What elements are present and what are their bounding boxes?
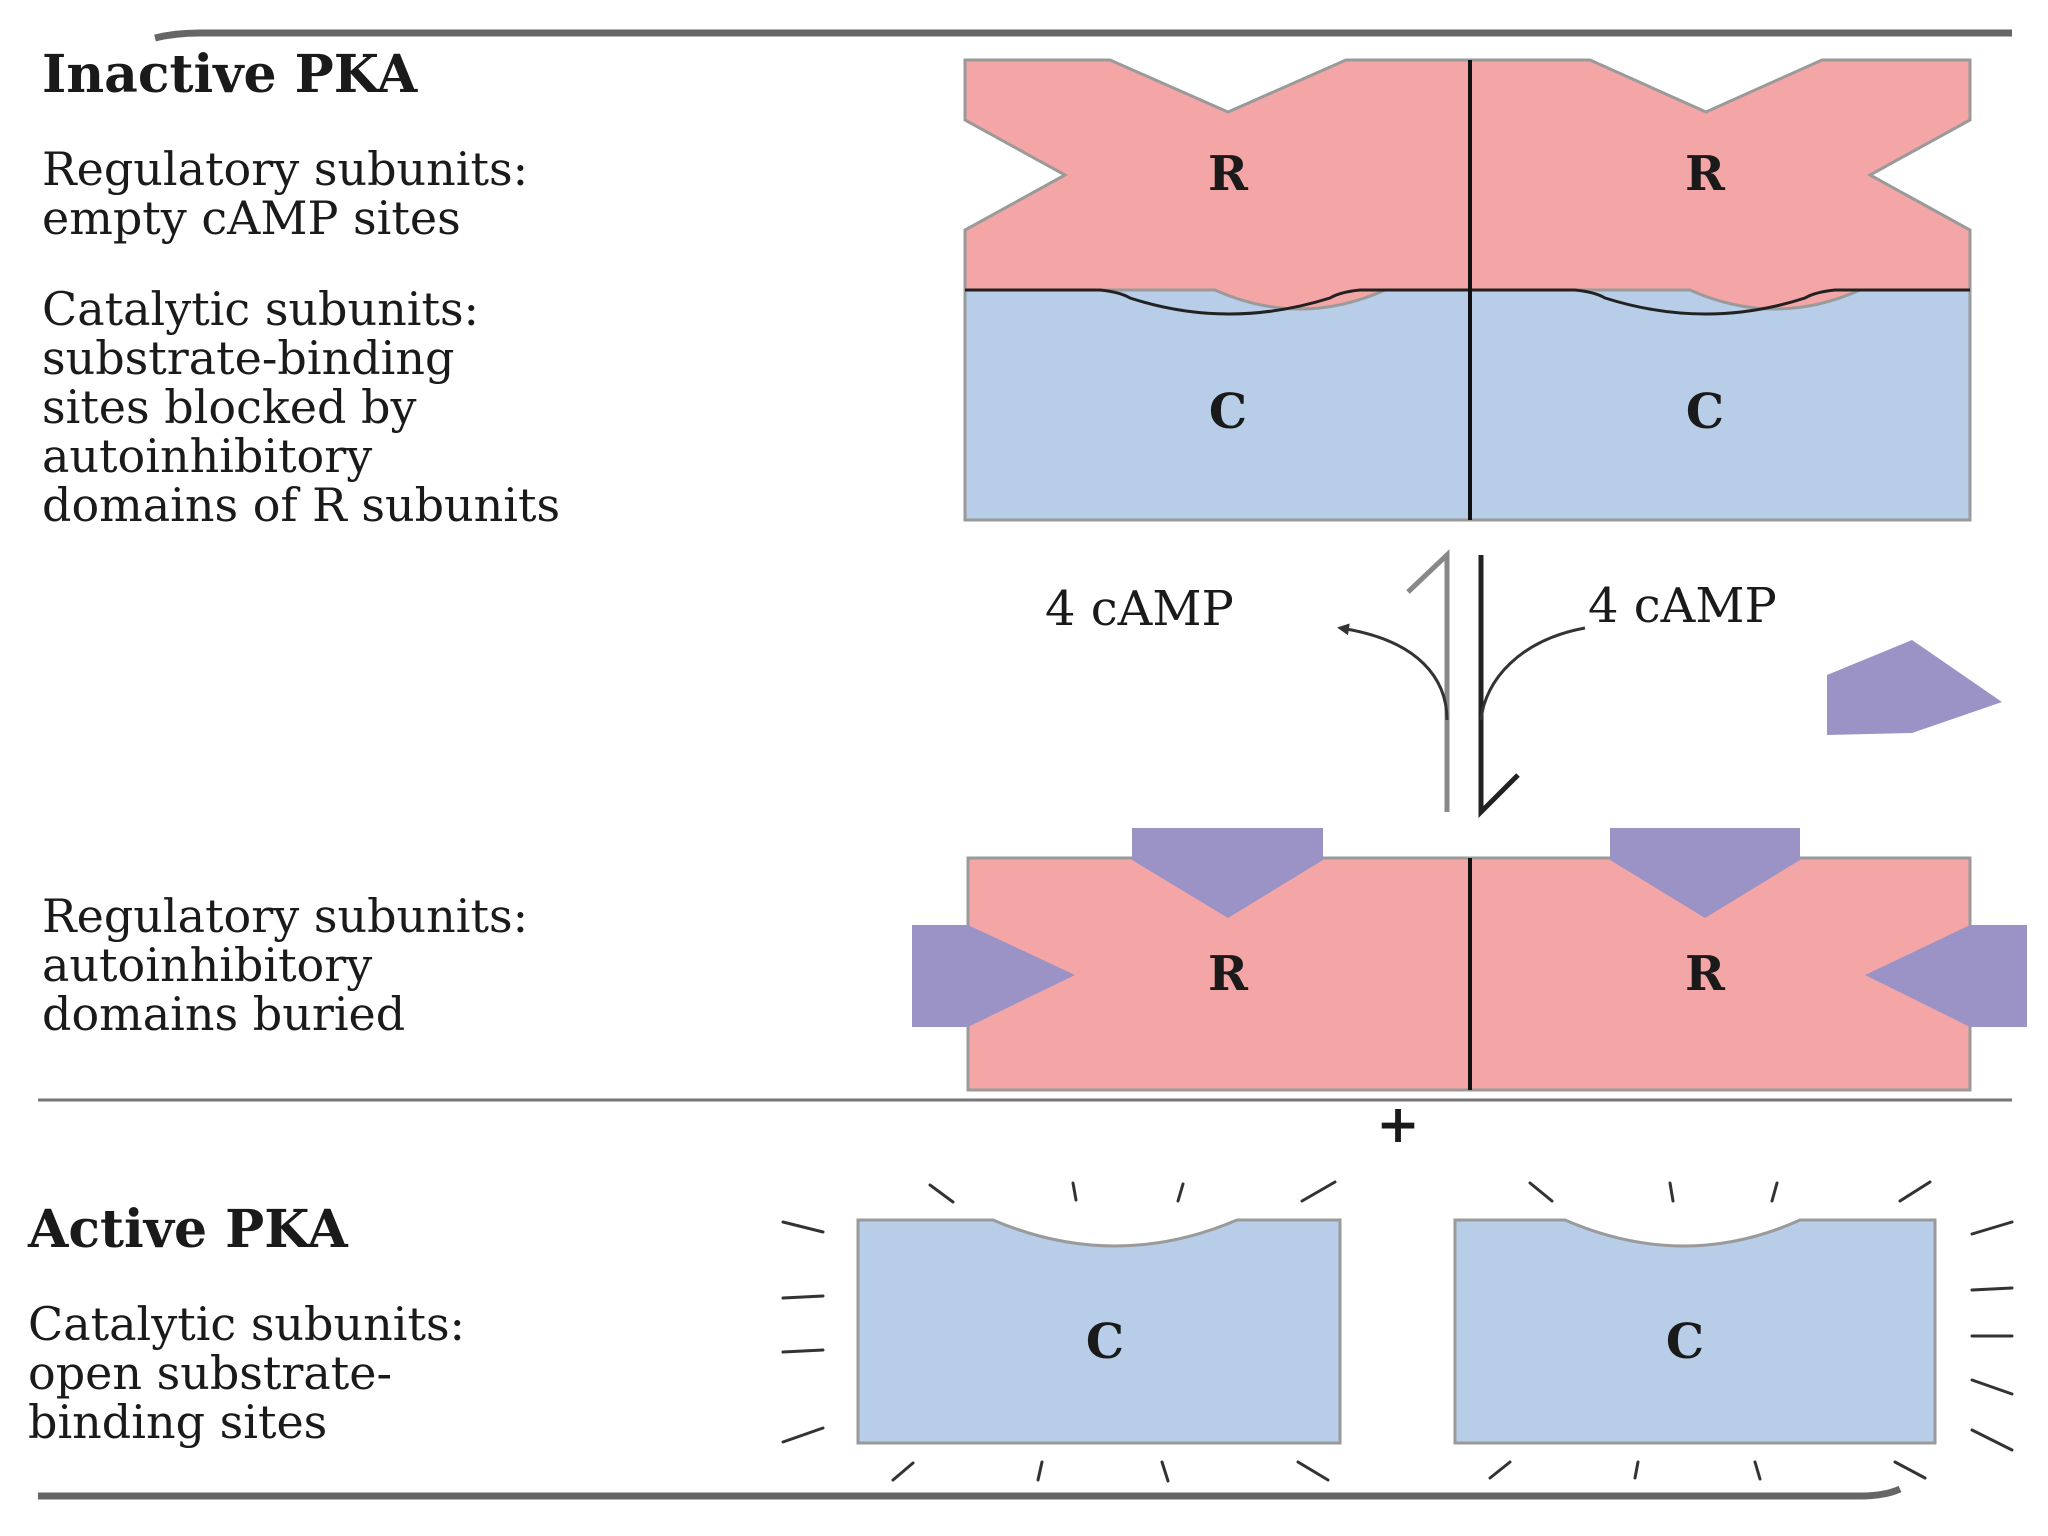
camp-bound-side-right (1865, 925, 2027, 1027)
top-border-rule (154, 29, 2012, 42)
activity-ray (1296, 1460, 1330, 1482)
caption-line: domains buried (42, 987, 406, 1041)
activity-ray (1071, 1181, 1078, 1202)
r-label-mid-left: R (1208, 946, 1249, 1002)
bottom-border-rule (38, 1485, 1902, 1500)
activity-ray (1753, 1460, 1762, 1481)
r-label-mid-right: R (1685, 946, 1726, 1002)
camp-released-label: 4 cAMP (1045, 581, 1234, 637)
inactive-pka-title: Inactive PKA (42, 44, 418, 105)
active-pka-title: Active PKA (28, 1199, 348, 1260)
inactive-catalytic-caption: Catalytic subunits: substrate-binding si… (42, 285, 560, 530)
camp-bound-side-left (912, 925, 1075, 1027)
activity-ray (1488, 1460, 1512, 1480)
active-catalytic-subunit-right (1453, 1218, 1937, 1445)
regulatory-subunit-right (1468, 58, 1972, 311)
active-catalytic-subunits: C C (856, 1218, 1937, 1445)
active-catalytic-subunit-left (856, 1218, 1342, 1445)
inactive-regulatory-caption: Regulatory subunits: empty cAMP sites (42, 145, 528, 243)
equilibrium-arrows: 4 cAMP 4 cAMP (1045, 549, 2002, 819)
activity-ray (781, 1220, 825, 1234)
r-label-top-right: R (1685, 146, 1726, 202)
reverse-arrow (1406, 549, 1450, 812)
activity-ray (891, 1461, 915, 1482)
activity-ray (1176, 1182, 1185, 1203)
active-catalytic-caption: Catalytic subunits: open substrate- bind… (28, 1300, 465, 1447)
activity-ray (1970, 1286, 2014, 1292)
caption-line: domains of R subunits (42, 478, 561, 532)
camp-molecule-icon (1827, 640, 2002, 735)
rc-interface-right (1470, 288, 1970, 316)
activity-ray (781, 1348, 825, 1354)
c-label-top-left: C (1209, 384, 1247, 440)
regulatory-dimer-with-camp: R R (912, 828, 2027, 1092)
activity-rays (781, 1180, 2014, 1483)
c-label-active-left: C (1086, 1314, 1124, 1370)
activity-ray (1633, 1460, 1640, 1480)
activity-ray (1970, 1220, 2014, 1236)
activity-ray (928, 1183, 955, 1204)
activity-ray (1970, 1378, 2014, 1396)
activity-ray (1036, 1460, 1044, 1482)
r-label-top-left: R (1208, 146, 1249, 202)
caption-line: open substrate- (28, 1346, 393, 1400)
caption-line: sites blocked by (42, 380, 417, 434)
camp-bound-top-right (1610, 828, 1800, 918)
c-label-active-right: C (1666, 1314, 1704, 1370)
activity-ray (781, 1426, 825, 1444)
plus-sign: + (1376, 1094, 1420, 1155)
activity-ray (1160, 1460, 1170, 1483)
camp-release-curve (1337, 623, 1449, 721)
activity-ray (1300, 1180, 1337, 1203)
forward-arrow (1478, 555, 1520, 819)
caption-line: autoinhibitory (42, 938, 373, 992)
caption-line: Catalytic subunits: (42, 282, 480, 336)
activity-ray (1893, 1460, 1927, 1480)
camp-binding-curve (1479, 626, 1586, 721)
caption-line: substrate-binding (42, 331, 455, 385)
caption-line: empty cAMP sites (42, 191, 461, 245)
activity-ray (1668, 1181, 1675, 1203)
caption-line: Regulatory subunits: (42, 889, 529, 943)
camp-bound-label: 4 cAMP (1588, 578, 1777, 634)
catalytic-subunit-left (963, 288, 1472, 522)
inactive-pka-complex: R R C C (963, 58, 1972, 522)
caption-line: Catalytic subunits: (28, 1297, 466, 1351)
middle-regulatory-caption: Regulatory subunits: autoinhibitory doma… (42, 892, 528, 1039)
caption-line: autoinhibitory (42, 429, 373, 483)
caption-line: Regulatory subunits: (42, 142, 529, 196)
activity-ray (1770, 1181, 1779, 1203)
c-label-top-right: C (1686, 384, 1724, 440)
camp-bound-top-left (1132, 828, 1323, 918)
activity-ray (781, 1294, 825, 1300)
caption-line: binding sites (28, 1395, 328, 1449)
activity-ray (1970, 1428, 2014, 1452)
activity-ray (1898, 1180, 1932, 1203)
rc-interface-left (965, 288, 1470, 316)
activity-ray (1528, 1181, 1554, 1203)
